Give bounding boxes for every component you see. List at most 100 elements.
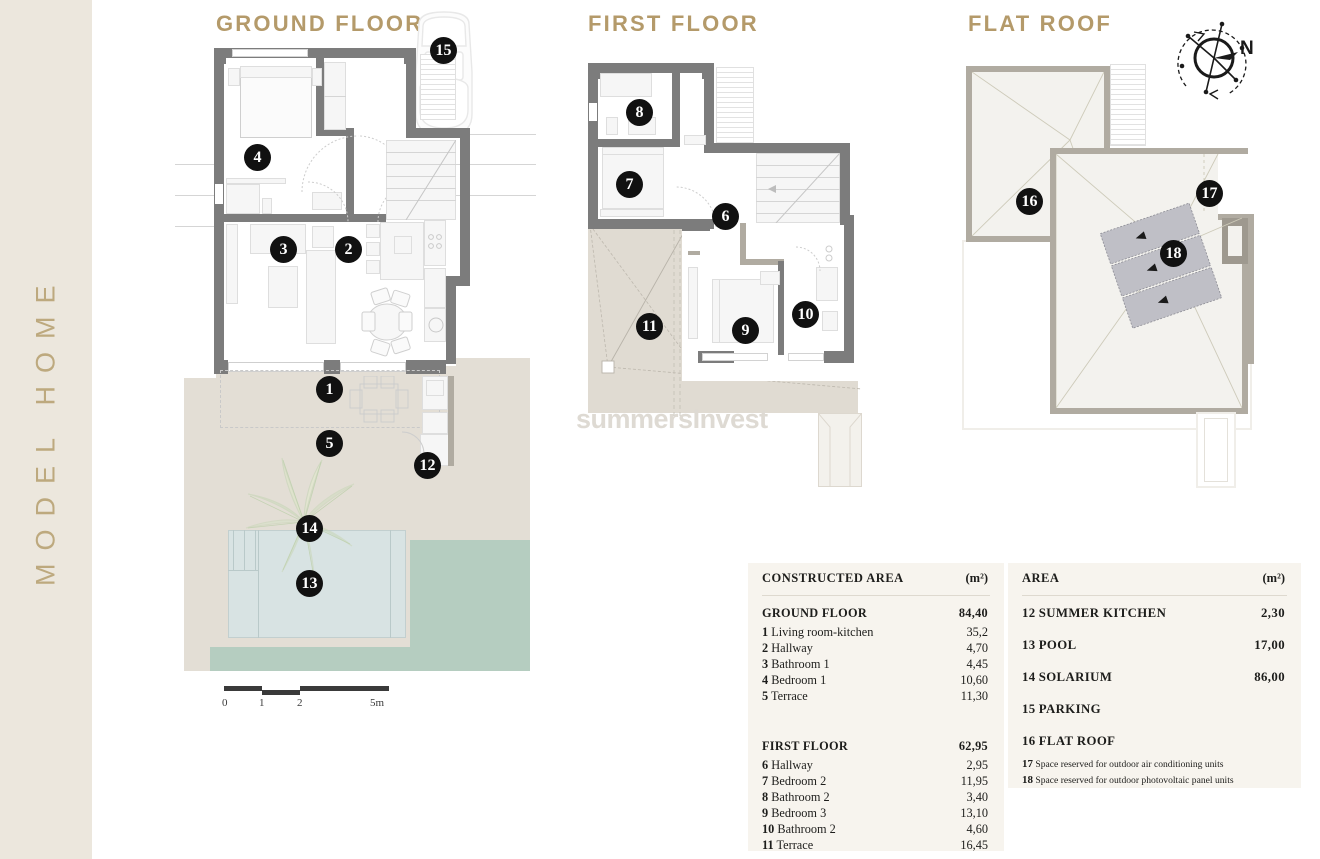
marker-17[interactable]: 17 — [1196, 180, 1223, 207]
window-north — [232, 49, 308, 57]
marker-12[interactable]: 12 — [414, 452, 441, 479]
bathroom-counter — [226, 178, 286, 184]
table-row: 6 Hallway 2,95 — [762, 758, 990, 774]
scale-label-2: 2 — [297, 697, 303, 709]
sliding-door-south-right — [340, 362, 406, 372]
window-bathroom10 — [788, 353, 824, 361]
exterior-wall-west — [214, 48, 224, 370]
watermark: summersInvest — [576, 404, 768, 434]
first-floor-plan: 8 7 6 11 9 10 — [570, 55, 870, 495]
table-note-18: 18 Space reserved for outdoor photovolta… — [1022, 774, 1287, 790]
area-table: AREA (m²) 12 SUMMER KITCHEN 2,30 13 POOL… — [1008, 563, 1301, 788]
coffee-table — [268, 266, 298, 308]
section-total: 62,95 — [958, 739, 988, 753]
row-number: 11 — [762, 838, 774, 852]
marker-8[interactable]: 8 — [626, 99, 653, 126]
wall-bedroom3-east — [778, 261, 784, 355]
exterior-wall-east — [460, 128, 470, 284]
row-label: Living room-kitchen — [771, 625, 874, 639]
table-row-parking: 15 PARKING — [1022, 702, 1287, 734]
marker-1[interactable]: 1 — [316, 376, 343, 403]
stair-tread — [386, 164, 456, 165]
area-header-title: AREA — [1022, 571, 1060, 585]
roof-pergola-slats — [1110, 64, 1146, 146]
exterior-wall-east-upper — [406, 48, 416, 138]
row-number: 10 — [762, 822, 775, 836]
marker-16[interactable]: 16 — [1016, 188, 1043, 215]
shower-bathroom2 — [600, 73, 652, 97]
photovoltaic-panels — [1099, 202, 1223, 329]
scale-segment-1-2 — [262, 690, 300, 695]
marker-6[interactable]: 6 — [712, 203, 739, 230]
row-label: POOL — [1038, 638, 1077, 652]
row-value: 4,45 — [966, 657, 988, 671]
marker-15[interactable]: 15 — [430, 37, 457, 64]
row-value: 3,40 — [966, 790, 988, 804]
plan-title-flat-roof: FLAT ROOF — [968, 11, 1113, 36]
note-number: 18 — [1022, 774, 1033, 786]
sidebar: MODEL HOME — [0, 0, 92, 859]
row-value: 4,70 — [966, 641, 988, 655]
window-west — [215, 184, 223, 204]
row-label: Bedroom 3 — [771, 806, 827, 820]
marker-18[interactable]: 18 — [1160, 240, 1187, 267]
hall-wall-first — [688, 251, 700, 255]
table-row-solarium: 14 SOLARIUM 86,00 — [1022, 670, 1287, 702]
row-label: SOLARIUM — [1038, 670, 1113, 684]
wardrobe-bedroom3 — [712, 279, 720, 343]
table-row: 4 Bedroom 1 10,60 — [762, 673, 990, 689]
row-label: Terrace — [771, 689, 808, 703]
wall-bathroom2 — [598, 139, 680, 147]
bar-stool — [366, 260, 380, 274]
terrace-ledge — [588, 381, 858, 413]
pergola-hatch — [716, 67, 754, 149]
constructed-area-header: CONSTRUCTED AREA (m²) — [762, 563, 990, 596]
side-table — [312, 226, 334, 248]
wall-north-first — [588, 63, 714, 73]
marker-9[interactable]: 9 — [732, 317, 759, 344]
marker-5[interactable]: 5 — [316, 430, 343, 457]
row-value: 11,30 — [960, 689, 988, 703]
row-number: 12 — [1022, 606, 1036, 620]
table-row: 8 Bathroom 2 3,40 — [762, 790, 990, 806]
door-arc-bedroom — [301, 135, 359, 193]
bar-stool — [366, 224, 380, 238]
context-line — [450, 134, 536, 135]
table-row: 1 Living room-kitchen 35,2 — [762, 625, 990, 641]
table-spacer — [762, 722, 990, 739]
marker-14[interactable]: 14 — [296, 515, 323, 542]
stair-diagonal — [405, 140, 456, 220]
note-number: 17 — [1022, 758, 1033, 770]
row-value: 10,60 — [960, 673, 988, 687]
section-name: GROUND FLOOR — [762, 606, 868, 620]
marker-11[interactable]: 11 — [636, 313, 663, 340]
wall-south-west-first — [588, 219, 714, 229]
marker-4[interactable]: 4 — [244, 144, 271, 171]
door-arc-bathroom10 — [795, 246, 821, 272]
bed-bedroom1 — [240, 76, 312, 138]
table-row: 10 Bathroom 2 4,60 — [762, 822, 990, 838]
row-value: 17,00 — [1254, 638, 1285, 652]
sliding-door-south-left — [228, 362, 324, 372]
roof-equipment-inner — [1228, 226, 1242, 256]
table-row: 2 Hallway 4,70 — [762, 641, 990, 657]
row-value: 2,30 — [1261, 606, 1285, 620]
marker-7[interactable]: 7 — [616, 171, 643, 198]
pool-step-line — [255, 530, 256, 570]
marker-13[interactable]: 13 — [296, 570, 323, 597]
row-label: SUMMER KITCHEN — [1038, 606, 1167, 620]
marker-3[interactable]: 3 — [270, 236, 297, 263]
marker-10[interactable]: 10 — [792, 301, 819, 328]
exterior-wall-north-b — [324, 48, 416, 58]
marker-2[interactable]: 2 — [335, 236, 362, 263]
compass-north-label: N — [1240, 38, 1254, 59]
row-value: 4,60 — [966, 822, 988, 836]
scale-label-0: 0 — [222, 697, 228, 709]
area-header: AREA (m²) — [1022, 563, 1287, 596]
table-spacer — [762, 705, 990, 722]
entry-paving — [420, 54, 456, 120]
constructed-area-body: GROUND FLOOR 84,40 1 Living room-kitchen… — [748, 596, 1004, 854]
context-line — [450, 195, 536, 196]
wall-east-upper-first — [704, 73, 714, 151]
